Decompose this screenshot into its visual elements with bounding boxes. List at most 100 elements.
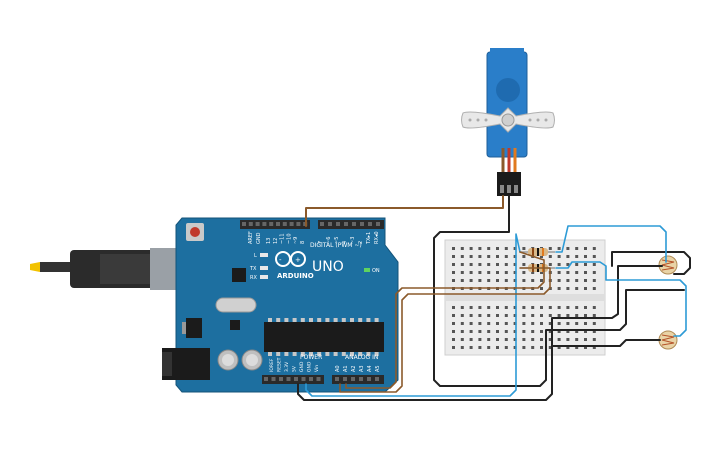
aref-label: AREF [248, 231, 254, 244]
power-label: POWER [300, 354, 322, 361]
wire-5v-blue[interactable] [305, 233, 521, 397]
digital-pin-label: ~6 [326, 237, 332, 244]
header-pin[interactable] [375, 377, 379, 381]
header-pin[interactable] [301, 377, 306, 381]
small-chip [230, 320, 240, 330]
svg-text:+: + [295, 256, 301, 264]
digital-pin-label: 8 [300, 241, 306, 244]
header-pin[interactable] [282, 222, 287, 226]
servo-motor[interactable] [461, 48, 555, 196]
breadboard[interactable] [444, 239, 606, 356]
header-pin[interactable] [309, 377, 313, 381]
led-l [260, 253, 268, 257]
header-pin[interactable] [344, 222, 348, 226]
header-pin[interactable] [271, 377, 276, 381]
header-pin[interactable] [328, 222, 332, 226]
header-pin[interactable] [296, 222, 301, 226]
header-pin[interactable] [336, 222, 340, 226]
servo-horn-holes [468, 118, 548, 122]
header-pin[interactable] [360, 222, 364, 226]
wire-analog-a[interactable] [555, 225, 667, 263]
power-pin-label: GND [299, 361, 305, 372]
power-jack-front [162, 352, 172, 376]
voltage-regulator [186, 318, 202, 338]
digital-pin-label: 7 [318, 241, 324, 244]
header-pin[interactable] [316, 377, 321, 381]
led-rx [260, 275, 268, 279]
header-pin[interactable] [352, 222, 356, 226]
svg-text:-: - [279, 256, 282, 264]
wire-a1[interactable] [345, 251, 545, 389]
led-l-label: L [254, 253, 257, 259]
header-pin[interactable] [262, 222, 267, 226]
header-pin[interactable] [320, 222, 324, 226]
header-pin[interactable] [359, 377, 363, 381]
wire-servo-signal[interactable] [305, 195, 504, 227]
digital-pin-label: ~11 [280, 233, 286, 244]
header-pin[interactable] [255, 222, 260, 226]
atmega-pins [268, 318, 379, 356]
power-pin-label: Vin [314, 365, 320, 372]
led-tx-label: TX [249, 266, 257, 272]
servo-hub [496, 78, 520, 102]
capacitor-2-top [246, 354, 258, 366]
photoresistor-2[interactable] [658, 330, 678, 350]
analog-pin-label: A4 [367, 365, 373, 372]
power-pin-label: RESET [277, 357, 283, 372]
model-label: UNO [312, 259, 344, 275]
breadboard-divider [445, 294, 605, 301]
header-pin[interactable] [289, 222, 294, 226]
wire-analog-b[interactable] [555, 261, 687, 337]
digital-pin-label: ~9 [293, 237, 299, 244]
power-pin-label: IOREF [269, 358, 275, 372]
header-pin[interactable] [269, 222, 274, 226]
digital-pin-label: RX◂0 [374, 231, 380, 244]
header-pin[interactable] [242, 222, 246, 226]
header-pin[interactable] [294, 377, 298, 381]
led-tx [260, 266, 268, 270]
power-pin-label: 5V [292, 365, 298, 372]
wire-gnd-2[interactable] [297, 265, 663, 401]
analog-pin-label: A2 [351, 365, 357, 372]
crystal [215, 297, 257, 313]
digital-header-right [318, 220, 384, 229]
wire-a0[interactable] [339, 267, 551, 393]
analog-pin-label: A3 [359, 365, 365, 372]
header-pin[interactable] [367, 377, 371, 381]
header-pin[interactable] [368, 222, 372, 226]
power-header [262, 375, 324, 384]
bottom-pin-holes[interactable] [264, 377, 379, 381]
servo-horn-center [501, 113, 515, 127]
wires[interactable] [297, 195, 691, 401]
atmega-chip [264, 322, 384, 352]
resistor-1[interactable] [520, 248, 555, 256]
power-pin-label: 3.3V [284, 361, 290, 372]
header-pin[interactable] [376, 222, 380, 226]
wire-gnd-3[interactable] [611, 251, 691, 275]
reset-button-cap[interactable] [190, 227, 200, 237]
header-pin[interactable] [279, 377, 283, 381]
wire-gnd-1[interactable] [433, 195, 685, 387]
digital-pin-label: 13 [266, 238, 272, 244]
header-pin[interactable] [335, 377, 339, 381]
header-pin[interactable] [276, 222, 280, 226]
power-pin-label: GND [307, 361, 313, 372]
usb-chip [232, 268, 246, 282]
digital-pin-label: 4 [342, 241, 348, 244]
header-pin[interactable] [351, 377, 355, 381]
digital-pin-label: 2 [358, 241, 364, 244]
analog-label: ANALOG IN [345, 354, 378, 361]
servo-mount-top [490, 48, 524, 58]
usb-cable-tip [30, 262, 40, 272]
digital-pin-label: ~3 [350, 237, 356, 244]
header-pin[interactable] [343, 377, 347, 381]
header-pin[interactable] [264, 377, 268, 381]
header-pin[interactable] [286, 377, 291, 381]
analog-pin-label: A0 [335, 365, 341, 372]
wire-gnd-4[interactable] [551, 339, 661, 347]
header-pin[interactable] [248, 222, 253, 226]
